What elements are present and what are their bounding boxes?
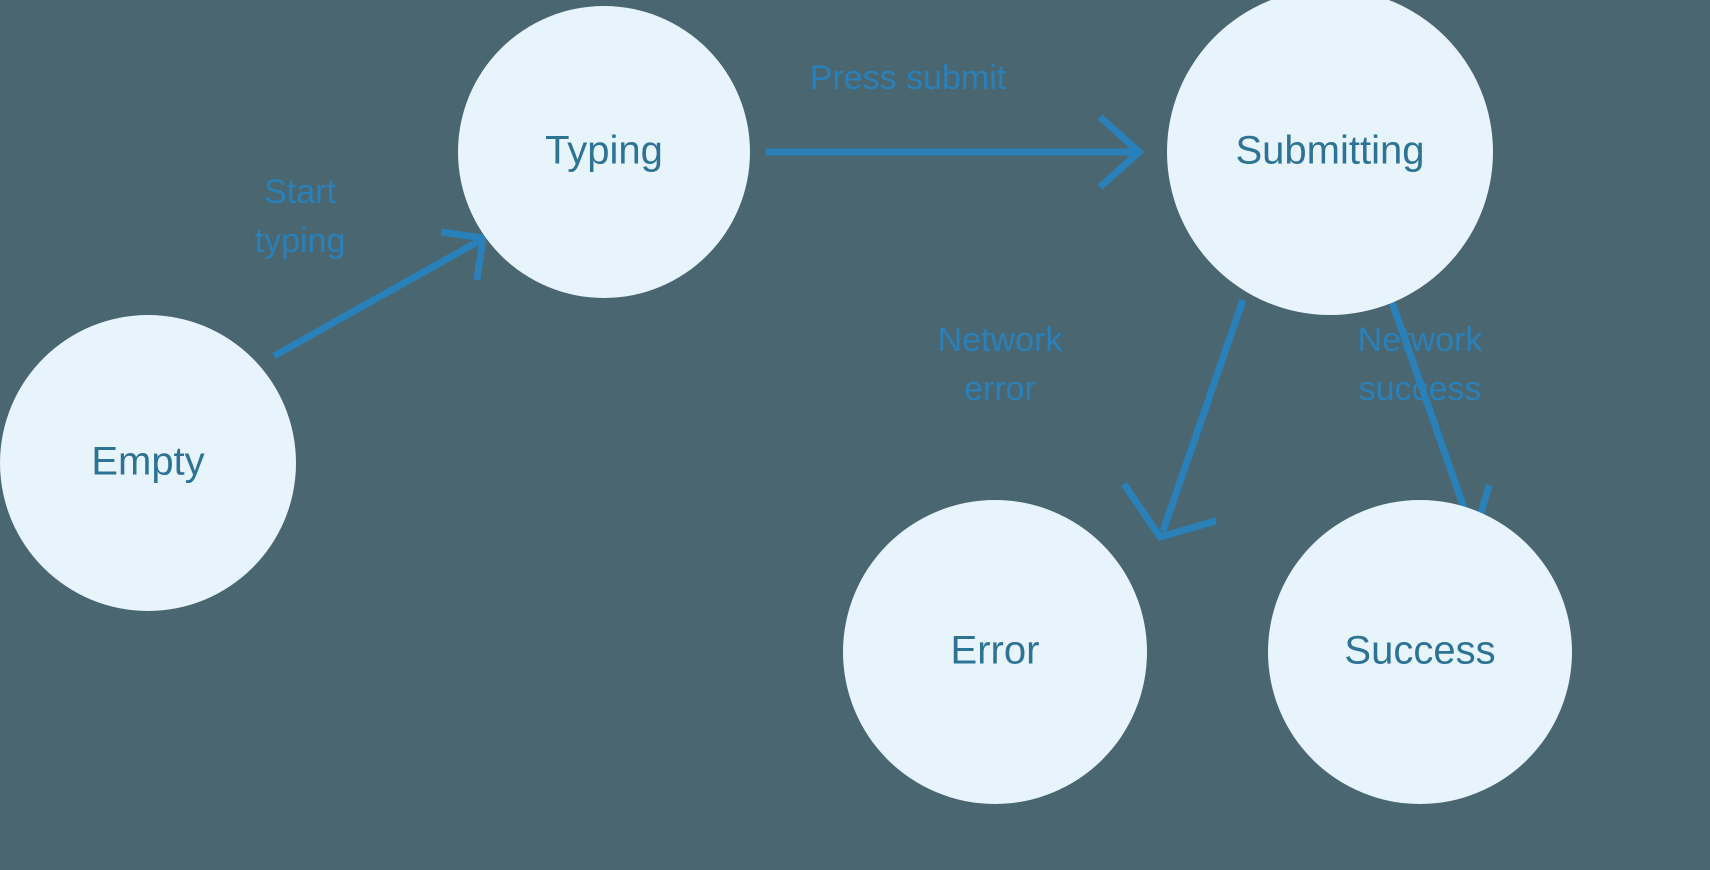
state-node-typing-label: Typing xyxy=(545,129,663,173)
edge-typing-to-submitting xyxy=(766,114,1145,190)
edge-label-network-success-line1: Network xyxy=(1358,321,1484,359)
edge-label-start-typing-line2: typing xyxy=(255,222,346,260)
edge-typing-to-submitting-arrowhead xyxy=(1097,114,1145,190)
edge-empty-to-typing-line xyxy=(272,237,481,360)
edge-submitting-to-error-line xyxy=(1159,298,1247,533)
edge-label-network-error-line2: error xyxy=(964,370,1036,408)
edge-label-press-submit: Press submit xyxy=(810,59,1007,97)
state-node-typing[interactable]: Typing xyxy=(458,6,750,298)
edge-empty-to-typing xyxy=(272,228,487,360)
state-node-submitting-label: Submitting xyxy=(1236,129,1425,173)
state-node-submitting-circle[interactable] xyxy=(1167,0,1493,315)
edge-label-start-typing-line1: Start xyxy=(264,173,336,211)
edge-submitting-to-success-line xyxy=(1388,300,1476,533)
edge-empty-to-typing-arrowhead xyxy=(440,228,487,281)
edge-submitting-to-error-arrowhead xyxy=(1121,482,1217,542)
state-node-success-label: Success xyxy=(1344,629,1495,673)
edge-label-network-error-line1: Network xyxy=(938,321,1064,359)
state-node-error-label: Error xyxy=(951,629,1040,673)
edge-submitting-to-error xyxy=(1121,298,1247,542)
state-node-submitting[interactable]: Submitting xyxy=(1167,0,1493,315)
state-node-typing-circle[interactable] xyxy=(458,6,750,298)
state-node-success-circle[interactable] xyxy=(1268,500,1572,804)
state-node-empty[interactable]: Empty xyxy=(0,315,296,611)
state-node-empty-label: Empty xyxy=(91,440,204,484)
state-node-success[interactable]: Success xyxy=(1268,500,1572,804)
edge-label-network-success-line2: success xyxy=(1359,370,1482,408)
state-node-error-circle[interactable] xyxy=(843,500,1147,804)
state-node-error[interactable]: Error xyxy=(843,500,1147,804)
state-node-empty-circle[interactable] xyxy=(0,315,296,611)
